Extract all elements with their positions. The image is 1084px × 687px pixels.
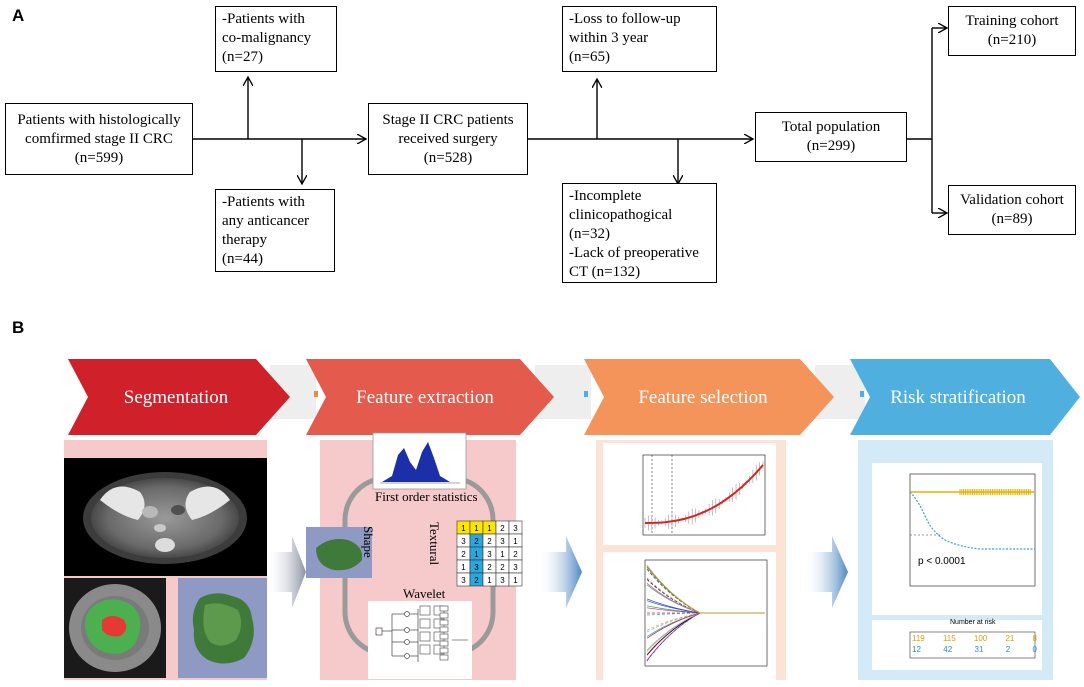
first-order-statistics-label: First order statistics — [375, 489, 478, 504]
matrix-value: 1 — [500, 550, 505, 559]
matrix-value: 3 — [500, 576, 505, 585]
matrix-value: 1 — [461, 563, 466, 572]
wavelet-output — [439, 605, 449, 612]
process-arrow-3 — [806, 536, 848, 608]
process-arrow-1 — [268, 536, 306, 608]
coefficient-path-plot — [603, 552, 776, 680]
tumor-roi-image — [64, 578, 166, 678]
matrix-value: 3 — [500, 537, 505, 546]
km-p-value: p < 0.0001 — [918, 556, 966, 567]
wavelet-subband — [419, 631, 431, 642]
matrix-value: 3 — [513, 563, 518, 572]
wavelet-output — [439, 647, 449, 654]
step-chevron-feature-extraction — [306, 359, 554, 435]
matrix-value: 1 — [513, 576, 518, 585]
risk-count-low: 119 — [912, 634, 925, 643]
coefficient-path — [646, 577, 765, 614]
step-chevron-feature-selection — [584, 359, 834, 435]
matrix-value: 1 — [474, 524, 479, 533]
wavelet-label: Wavelet — [403, 586, 446, 601]
risk-count-high: 0 — [1032, 645, 1037, 654]
step-chevron-segmentation — [68, 359, 290, 435]
matrix-value: 2 — [461, 550, 466, 559]
matrix-value: 2 — [474, 537, 479, 546]
step-chevron-risk-stratification — [850, 359, 1080, 435]
matrix-value: 2 — [487, 563, 492, 572]
risk-count-low: 115 — [942, 634, 956, 643]
risk-table — [872, 620, 1042, 670]
wavelet-diagram — [368, 601, 472, 679]
matrix-value: 3 — [474, 563, 479, 572]
training-cohort-box: Training cohort(n=210) — [948, 6, 1076, 56]
kaplan-meier-plot — [872, 463, 1042, 615]
step-label-segmentation: Segmentation — [124, 387, 229, 408]
panel-b-label: B — [12, 318, 25, 337]
wavelet-output — [439, 640, 449, 647]
matrix-cell — [508, 572, 523, 587]
matrix-value: 2 — [513, 550, 518, 559]
cv-deviance-plot — [603, 443, 776, 545]
step-label-feature-extraction: Feature extraction — [356, 387, 494, 408]
matrix-value: 3 — [461, 537, 466, 546]
coefficient-path — [646, 569, 765, 614]
wavelet-output — [439, 619, 449, 626]
matrix-value: 3 — [487, 550, 492, 559]
flowchart-connectors — [193, 0, 1084, 310]
matrix-value: 1 — [461, 524, 466, 533]
wavelet-output — [439, 633, 449, 640]
wavelet-output — [439, 626, 449, 633]
matrix-value: 3 — [461, 576, 466, 585]
ct-axial-image — [64, 458, 267, 576]
wavelet-output — [439, 612, 449, 619]
matrix-value: 2 — [487, 537, 492, 546]
risk-count-high: 31 — [974, 645, 984, 654]
validation-cohort-box: Validation cohort(n=89) — [948, 185, 1076, 235]
step-label-risk-stratification: Risk stratification — [890, 387, 1026, 408]
first-order-histogram — [372, 432, 467, 490]
matrix-value: 2 — [500, 563, 505, 572]
risk-table-title: Number at risk — [950, 619, 996, 626]
wavelet-subband — [419, 644, 431, 655]
matrix-value: 1 — [487, 576, 492, 585]
wavelet-output — [439, 654, 449, 661]
matrix-value: 1 — [513, 537, 518, 546]
wavelet-subband — [419, 618, 431, 629]
textural-label: Textural — [427, 522, 442, 566]
risk-count-low: 21 — [1005, 634, 1015, 643]
matrix-value: 2 — [500, 524, 505, 533]
wavelet-subband — [419, 605, 431, 616]
risk-count-low: 8 — [1032, 634, 1037, 643]
tumor-3d-render — [178, 578, 267, 678]
process-arrow-2 — [540, 536, 582, 608]
coefficient-path — [646, 564, 765, 614]
total-population-box: Total population(n=299) — [755, 112, 907, 162]
step-label-feature-selection: Feature selection — [638, 387, 768, 408]
matrix-value: 3 — [513, 524, 518, 533]
risk-count-low: 100 — [973, 634, 988, 643]
risk-count-high: 42 — [943, 645, 953, 654]
matrix-value: 1 — [474, 550, 479, 559]
shape-render — [306, 527, 372, 578]
risk-table-low-row: 119 115 100 21 8 — [912, 634, 1037, 643]
shape-label: Shape — [361, 526, 376, 558]
matrix-value: 1 — [487, 524, 492, 533]
risk-count-high: 12 — [912, 645, 921, 654]
panel-a-label: A — [12, 6, 25, 25]
matrix-value: 2 — [474, 576, 479, 585]
risk-count-high: 2 — [1005, 645, 1011, 654]
